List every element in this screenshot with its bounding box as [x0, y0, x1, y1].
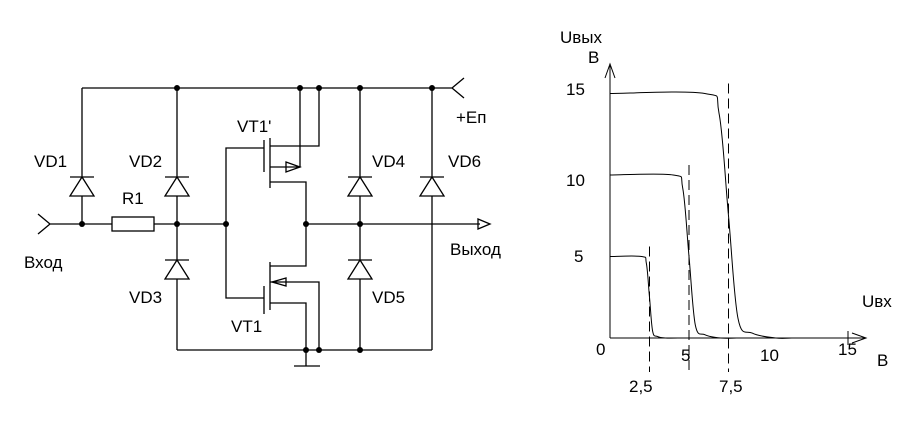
- transistor-vt1-prime: [263, 88, 320, 224]
- label-r1: R1: [122, 189, 144, 208]
- y-tick-15: 15: [566, 80, 585, 99]
- label-vt1: VT1: [231, 317, 262, 336]
- label-vd1: VD1: [34, 152, 67, 171]
- threshold-lines: [649, 83, 729, 372]
- output-arrow: [477, 218, 492, 230]
- label-input: Вход: [24, 253, 63, 272]
- threshold-label-2-5: 2,5: [629, 377, 653, 396]
- label-vd5: VD5: [372, 288, 405, 307]
- resistor-r1: [111, 216, 155, 232]
- diode-vd1: [68, 88, 96, 224]
- x-tick-5: 5: [681, 346, 690, 365]
- threshold-label-7-5: 7,5: [719, 377, 743, 396]
- label-supply: +Еп: [456, 108, 486, 127]
- cmos-inverter-circuit: VD1 VD2 VD3 VD4 VD5 VD6 R1 VT1' VT1 +Еп …: [24, 77, 501, 367]
- diode-vd3: [163, 224, 191, 350]
- gate-bus: [225, 147, 264, 299]
- y-tick-10: 10: [566, 171, 585, 190]
- label-vd2: VD2: [129, 152, 162, 171]
- diode-vd2: [163, 88, 191, 224]
- curve-supply-15: [609, 91, 792, 339]
- origin-label: 0: [596, 340, 605, 359]
- diode-vd6: [418, 88, 446, 350]
- diode-vd5: [346, 224, 374, 350]
- label-vt1-prime: VT1': [237, 117, 271, 136]
- label-vd6: VD6: [448, 152, 481, 171]
- transfer-characteristic-chart: Uвых В Uвх В 0 15 10 5 5 10 15 2,5 7,5: [560, 28, 892, 396]
- curve-supply-10: [609, 173, 737, 339]
- label-output: Выход: [450, 240, 501, 259]
- y-axis-label: Uвых: [560, 28, 603, 47]
- junction-dots: [79, 85, 435, 353]
- label-vd3: VD3: [129, 288, 162, 307]
- x-axis-arrow: [851, 332, 868, 344]
- supply-rail: [82, 77, 465, 99]
- transfer-curves: [609, 91, 792, 339]
- transistor-vt1: [263, 224, 320, 350]
- y-tick-5: 5: [574, 247, 583, 266]
- y-axis-unit: В: [588, 48, 599, 67]
- x-tick-10: 10: [760, 346, 779, 365]
- curve-supply-5: [609, 255, 682, 339]
- label-vd4: VD4: [372, 152, 405, 171]
- y-axis-arrow: [604, 62, 616, 79]
- diode-vd4: [346, 88, 374, 224]
- x-axis-label: Uвх: [862, 292, 892, 311]
- x-tick-15: 15: [838, 340, 857, 359]
- x-axis-unit: В: [877, 351, 888, 370]
